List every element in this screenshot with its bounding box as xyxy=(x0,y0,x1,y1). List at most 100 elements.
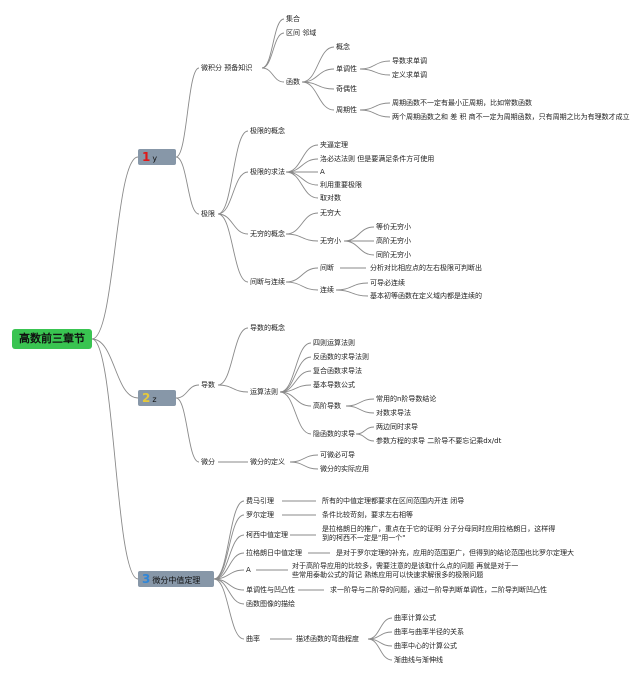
node-c2-both-sides[interactable]: 两边同时求导 xyxy=(376,423,418,431)
node-c1-limit[interactable]: 极限 xyxy=(201,210,215,218)
connector-line-9 xyxy=(301,68,335,83)
node-c2-implicit[interactable]: 隐函数的求导 xyxy=(313,430,355,438)
connector-line-3 xyxy=(175,67,200,158)
node-c1-prelim[interactable]: 微积分 预备知识 xyxy=(201,64,253,72)
node-c3-curv-1[interactable]: 曲率计算公式 xyxy=(394,614,436,622)
connector-line-44 xyxy=(279,391,312,435)
connector-line-45 xyxy=(345,398,375,407)
node-c2-diff-1[interactable]: 可微必可导 xyxy=(320,451,355,459)
node-c1-limit-methods[interactable]: 极限的求法 xyxy=(250,168,285,176)
node-c1-cont-2[interactable]: 基本初等函数在定义域内都是连续的 xyxy=(370,292,482,300)
node-c1-higher[interactable]: 高阶无穷小 xyxy=(376,237,411,245)
node-c1-lhopital[interactable]: 洛必达法则 但是要满足条件方可使用 xyxy=(320,155,435,163)
node-c1-squeeze[interactable]: 夹逼定理 xyxy=(320,141,348,149)
node-c1-interval[interactable]: 区间 邻域 xyxy=(286,29,317,37)
node-c2-logdiff[interactable]: 对数求导法 xyxy=(376,409,411,417)
node-c1-disc-1[interactable]: 分析对比相应点的左右极限可判断出 xyxy=(370,264,482,272)
chapter-1-label: y xyxy=(152,154,158,163)
node-c2-diff-def[interactable]: 微分的定义 xyxy=(250,458,285,466)
node-c1-periodic-1[interactable]: 周期函数不一定有最小正周期，比如常数函数 xyxy=(392,99,532,107)
node-c3-monotone-note[interactable]: 求一阶导与二阶导的问题，通过一阶导判断单调性，二阶导判断凹凸性 xyxy=(330,586,547,594)
node-c2-inverse[interactable]: 反函数的求导法则 xyxy=(313,353,369,361)
node-c3-cauchy[interactable]: 柯西中值定理 xyxy=(246,531,288,539)
node-c2-rules[interactable]: 运算法则 xyxy=(250,388,278,396)
connector-line-55 xyxy=(213,552,245,580)
node-c3-cauchy-note[interactable]: 是拉格朗日的推广，重点在于它的证明 分子分母同时应用拉格朗日，这样得到的柯西不一… xyxy=(322,525,556,542)
node-c1-discontinuity[interactable]: 间断 xyxy=(320,264,334,272)
node-c1-periodic[interactable]: 周期性 xyxy=(336,106,357,114)
connector-line-14 xyxy=(359,102,391,111)
node-c1-function[interactable]: 函数 xyxy=(286,78,300,86)
node-c1-inf-small[interactable]: 无穷小 xyxy=(320,237,341,245)
node-c3-curv-3[interactable]: 曲率中心的计算公式 xyxy=(394,642,457,650)
node-c1-periodic-2[interactable]: 两个周期函数之和 差 积 商不一定为周期函数，只有周期之比为有理数才成立 xyxy=(392,113,630,121)
connector-line-53 xyxy=(213,514,245,580)
node-c1-continuous[interactable]: 连续 xyxy=(320,286,334,294)
connector-line-26 xyxy=(285,233,319,242)
connector-line-16 xyxy=(217,130,249,215)
node-c3-rolle[interactable]: 罗尔定理 xyxy=(246,511,274,519)
node-c3-curv-4[interactable]: 渐曲线与渐伸线 xyxy=(394,656,443,664)
connector-line-35 xyxy=(175,384,200,399)
node-c2-composite[interactable]: 复合函数求导法 xyxy=(313,367,362,375)
connector-line-56 xyxy=(213,569,245,580)
connector-line-30 xyxy=(285,267,319,283)
connector-line-18 xyxy=(217,213,249,235)
node-c3-fermat-note[interactable]: 所有的中值定理都要求在区间范围内开连 闭导 xyxy=(322,497,465,505)
node-c3-rolle-note[interactable]: 条件比较苛刻，要求左右相等 xyxy=(322,511,413,519)
root-topic[interactable]: 高数前三章节 xyxy=(12,329,92,349)
node-c2-nth[interactable]: 常用的n阶导数结论 xyxy=(376,395,437,403)
connector-line-2 xyxy=(91,338,139,580)
node-c1-log[interactable]: 取对数 xyxy=(320,194,341,202)
node-c1-continuity[interactable]: 间断与连续 xyxy=(250,278,285,286)
node-c1-important-limit[interactable]: 利用重要极限 xyxy=(320,181,362,189)
node-c2-param[interactable]: 参数方程的求导 二阶导不要忘记乘dx/dt xyxy=(376,437,502,445)
node-c1-mono-def[interactable]: 定义求单调 xyxy=(392,71,427,79)
node-c3-graph[interactable]: 函数图像的描绘 xyxy=(246,600,295,608)
node-c3-a-note[interactable]: 对于高阶导应用的比较多，需要注意的是该取什么点的问题 再就是对于一些常用泰勒公式… xyxy=(292,562,519,579)
node-c3-monotone[interactable]: 单调性与凹凸性 xyxy=(246,586,295,594)
node-c1-mono-deriv[interactable]: 导数求单调 xyxy=(392,57,427,65)
connector-line-0 xyxy=(91,156,139,340)
node-c3-curvature[interactable]: 曲率 xyxy=(246,635,260,643)
connector-line-1 xyxy=(91,338,139,399)
node-c1-limit-concept[interactable]: 极限的概念 xyxy=(250,127,285,135)
node-c1-set[interactable]: 集合 xyxy=(286,15,300,23)
node-c3-curv-2[interactable]: 曲率与曲率半径的关系 xyxy=(394,628,464,636)
chapter-3-number: 3 xyxy=(142,572,151,586)
connector-line-58 xyxy=(213,578,245,605)
node-c3-curvature-desc[interactable]: 描述函数的弯曲程度 xyxy=(296,635,359,643)
node-c3-lagrange[interactable]: 拉格朗日中值定理 xyxy=(246,549,302,557)
node-c2-differential[interactable]: 微分 xyxy=(201,458,215,466)
node-c2-derivative[interactable]: 导数 xyxy=(201,381,215,389)
node-c1-method-a[interactable]: A xyxy=(320,168,325,176)
node-c2-basic[interactable]: 基本导数公式 xyxy=(313,381,355,389)
node-c2-higher[interactable]: 高阶导数 xyxy=(313,402,341,410)
connector-line-43 xyxy=(279,391,312,407)
node-c1-parity[interactable]: 奇偶性 xyxy=(336,85,357,93)
node-c1-infinity[interactable]: 无穷的概念 xyxy=(250,230,285,238)
node-c3-a[interactable]: A xyxy=(246,566,251,574)
chapter-2-number: 2 xyxy=(142,391,151,405)
node-c3-fermat[interactable]: 费马引理 xyxy=(246,497,274,505)
node-c1-inf-large[interactable]: 无穷大 xyxy=(320,209,341,217)
node-c2-deriv-concept[interactable]: 导数的概念 xyxy=(250,324,285,332)
connector-line-54 xyxy=(213,534,245,580)
node-c1-monotonic[interactable]: 单调性 xyxy=(336,65,357,73)
node-c1-cont-1[interactable]: 可导必连续 xyxy=(370,279,405,287)
chapter-2-label: z xyxy=(152,395,157,404)
node-c1-equiv[interactable]: 等价无穷小 xyxy=(376,223,411,231)
node-c2-diff-2[interactable]: 微分的实际应用 xyxy=(320,465,369,473)
node-c2-arith[interactable]: 四则运算法则 xyxy=(313,339,355,347)
connector-line-31 xyxy=(285,281,319,291)
connector-line-37 xyxy=(217,327,249,386)
chapter-3-label: 微分中值定理 xyxy=(152,576,201,585)
connector-line-34 xyxy=(335,289,369,297)
connector-line-8 xyxy=(301,46,335,83)
node-c1-same[interactable]: 同阶无穷小 xyxy=(376,251,411,259)
node-c1-concept[interactable]: 概念 xyxy=(336,43,350,51)
node-c3-lagrange-note[interactable]: 是对于罗尔定理的补充，应用的范围更广，但得到的结论范围也比罗尔定理大 xyxy=(336,549,574,557)
